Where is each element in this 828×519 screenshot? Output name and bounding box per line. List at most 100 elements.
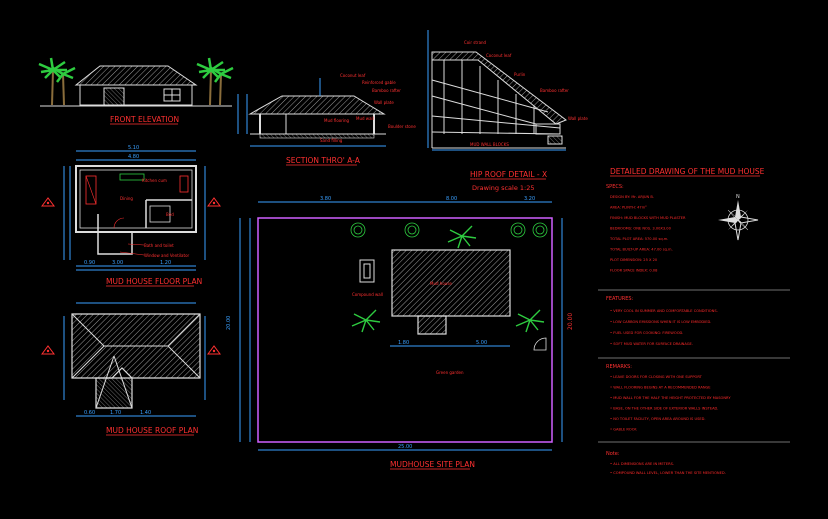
title-site-plan: MUDHOUSE SITE PLAN xyxy=(390,460,475,469)
specs-item: BEDROOMS: ONE NOS. 3.00X3.00 xyxy=(610,227,672,231)
specs-item: TOTAL BUILT-UP AREA: 47.00 sq.m. xyxy=(609,248,673,252)
section-label-4: Mud flooring xyxy=(324,118,350,123)
specs-item: AREA: PLINTH: 47m² xyxy=(610,206,647,210)
specs-item: FINISH: MUD BLOCKS WITH MUD PLASTER xyxy=(610,216,686,220)
remarks-list: • LEAVE DOORS FOR CLOSING WITH ONE SUPPO… xyxy=(610,375,731,432)
fp-dim-top2: 4.80 xyxy=(128,154,139,160)
fp-porch xyxy=(97,231,133,255)
site-dim-top-0: 3.80 xyxy=(320,196,331,202)
rp-dim-bottom-0: 0.60 xyxy=(84,410,95,416)
note-heading: Note: xyxy=(606,451,620,457)
title-section: SECTION THRO' A-A xyxy=(286,156,361,165)
specs-list: DESIGN BY: Mr. ARJUN B. AREA: PLINTH: 47m… xyxy=(609,195,686,273)
hip-label-1: Coconut leaf xyxy=(486,53,512,58)
hip-label-2: Purlin xyxy=(514,72,526,77)
fp-room-kitchen: Kitchen cum xyxy=(142,178,167,183)
specs-heading: SPECS: xyxy=(606,184,624,190)
site-dim-right: 20.00 xyxy=(567,313,574,330)
fp-dim-bottom-1: 3.00 xyxy=(112,260,123,266)
site-plan: 3.80 8.00 3.20 20.00 20.00 Mud house Com… xyxy=(226,196,574,470)
site-boundary xyxy=(257,217,553,443)
site-round-shrubs xyxy=(350,222,548,238)
specs-item: PLOT DIMENSION: 25 X 20 xyxy=(610,258,658,262)
hip-label-4: Wall plate xyxy=(568,116,588,121)
section-marker-right xyxy=(207,197,221,207)
fp-dim-bottom-2: 1.20 xyxy=(160,260,171,266)
fp-window-label: Window and Ventilator xyxy=(144,253,190,258)
site-compound-label: Compound wall xyxy=(352,292,383,297)
north-label: N xyxy=(736,194,740,200)
fp-room-bath: Bath and toilet xyxy=(144,243,174,248)
elevation-wall xyxy=(79,84,193,106)
title-front-elevation: FRONT ELEVATION xyxy=(110,115,179,124)
roof-marker-right xyxy=(207,345,221,355)
drawing-scale: Drawing scale 1:25 xyxy=(472,184,535,192)
palm-tree-left xyxy=(38,57,76,106)
section-label-6: Boulder stone xyxy=(388,124,416,129)
site-dim-top-2: 3.20 xyxy=(524,196,535,202)
section-label-2: Bamboo rafter xyxy=(372,88,401,93)
elevation-door xyxy=(103,87,125,106)
note-list: • ALL DIMENSIONS ARE IN METERS. • COMPOUN… xyxy=(610,462,726,475)
remarks-item: • BASE, ON THE OTHER SIDE OF EXTERIOR WA… xyxy=(610,407,718,411)
floor-plan: 5.10 4.80 Kitchen cum Dining Bed Bath an… xyxy=(41,145,221,287)
title-floor-plan: MUD HOUSE FLOOR PLAN xyxy=(106,277,202,286)
site-shrub-1 xyxy=(351,225,545,333)
site-house-footprint xyxy=(391,249,511,317)
rp-dim-bottom-2: 1.40 xyxy=(140,410,151,416)
features-item: • VERY COOL IN SUMMER AND COMFORTABLE CO… xyxy=(610,309,718,313)
remarks-item: • MUD WALL FOR THE HALF THE HEIGHT PROTE… xyxy=(610,396,731,400)
title-detailed: DETAILED DRAWING OF THE MUD HOUSE xyxy=(610,167,765,176)
site-well xyxy=(359,259,375,283)
features-item: • FUEL USED FOR COOKING: FIREWOOD. xyxy=(610,331,683,335)
features-item: • SOFT MUD WATER FOR SURFACE DRAINAGE. xyxy=(610,342,693,346)
note-item: • COMPOUND WALL LEVEL, LOWER THAN THE SI… xyxy=(610,471,726,475)
fp-room-bed: Bed xyxy=(166,212,174,217)
section-aa: Coconut leaf Reinforced gable Bamboo raf… xyxy=(237,73,416,166)
section-label-0: Coconut leaf xyxy=(340,73,366,78)
elevation-roof xyxy=(74,65,198,86)
roof-marker-left xyxy=(41,345,55,355)
palm-tree-right xyxy=(196,57,234,106)
remarks-item: • WALL FLOORING BEGINS AT A RECOMMENDED … xyxy=(610,386,711,390)
site-dim-bottom: 25.00 xyxy=(398,444,412,450)
fp-dim-top: 5.10 xyxy=(128,145,139,151)
hip-roof-detail: Coir strand Coconut leaf Purlin Bamboo r… xyxy=(427,30,588,192)
rp-dim-bottom-1: 1.70 xyxy=(110,410,121,416)
fp-dim-bottom-0: 0.90 xyxy=(84,260,95,266)
section-roof xyxy=(248,95,386,115)
section-label-3: Wall plate xyxy=(374,100,394,105)
features-list: • VERY COOL IN SUMMER AND COMFORTABLE CO… xyxy=(610,309,718,346)
title-hip-roof: HIP ROOF DETAIL - X xyxy=(470,170,547,179)
section-label-7: Sand filling xyxy=(320,138,343,143)
roof-plan: 0.60 1.70 1.40 MUD HOUSE ROOF PLAN xyxy=(41,302,221,436)
site-dim-inner-1: 5.00 xyxy=(476,340,487,346)
remarks-item: • GABLE ROOF. xyxy=(610,428,637,432)
site-garden-label: Green garden xyxy=(436,370,464,375)
hip-label-0: Coir strand xyxy=(464,40,487,45)
section-label-5: Mud wall xyxy=(356,116,374,121)
detailed-panel: DETAILED DRAWING OF THE MUD HOUSE N SPEC… xyxy=(598,167,790,475)
specs-item: FLOOR SPACE INDEX: 0.08 xyxy=(610,269,658,273)
remarks-item: • LEAVE DOORS FOR CLOSING WITH ONE SUPPO… xyxy=(610,375,703,379)
site-dim-inner-0: 1.80 xyxy=(398,340,409,346)
site-dim-left: 20.00 xyxy=(226,316,232,330)
specs-item: DESIGN BY: Mr. ARJUN B. xyxy=(610,195,654,199)
section-marker-left xyxy=(41,197,55,207)
north-arrow: N xyxy=(718,194,759,241)
front-elevation: FRONT ELEVATION xyxy=(38,57,234,125)
fp-outer-wall xyxy=(75,165,197,233)
features-item: • LOW CARBON EMISSIONS WHEN IT IS LOW EM… xyxy=(610,320,711,324)
remarks-heading: REMARKS: xyxy=(606,364,632,370)
note-item: • ALL DIMENSIONS ARE IN METERS. xyxy=(610,462,674,466)
features-heading: FEATURES: xyxy=(606,296,634,302)
specs-item: TOTAL PLOT AREA: 570.00 sq.m. xyxy=(609,237,668,241)
hip-label-5: MUD WALL BLOCKS xyxy=(470,142,509,147)
site-dim-top-1: 8.00 xyxy=(446,196,457,202)
title-roof-plan: MUD HOUSE ROOF PLAN xyxy=(106,426,198,435)
site-house-label: Mud house xyxy=(430,281,452,286)
section-label-1: Reinforced gable xyxy=(362,80,396,85)
remarks-item: • NO TOILET FACILITY, OPEN AREA AROUND I… xyxy=(610,417,706,421)
hip-label-3: Bamboo rafter xyxy=(540,88,569,93)
